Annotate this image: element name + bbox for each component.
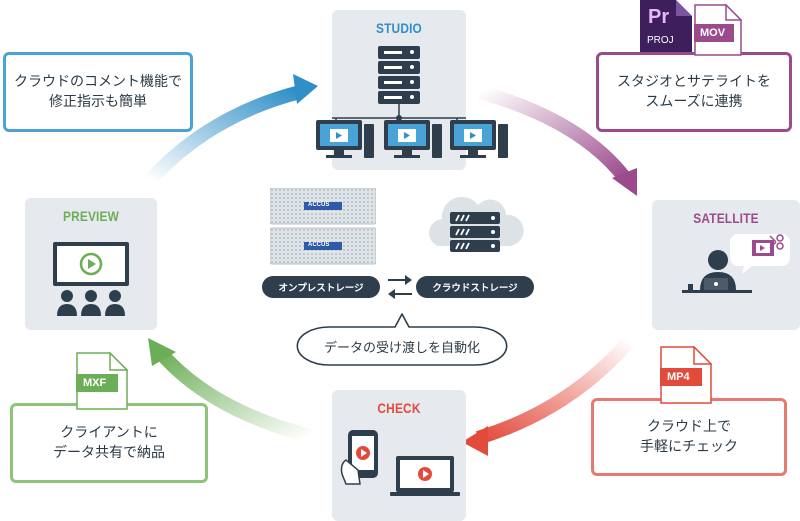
device-brand-top: ACCUS	[308, 202, 330, 208]
preview-card: PREVIEW	[25, 198, 157, 330]
workstation-1	[316, 120, 374, 158]
arrow-head-purple	[612, 168, 637, 196]
cloud-storage-label: クラウドストレージ	[416, 276, 534, 298]
premiere-logo: Pr	[648, 6, 670, 28]
satellite-callout-line1: スタジオとサテライトを	[617, 74, 771, 90]
mov-file-icon: MOV	[694, 3, 743, 56]
remote-worker-icon	[682, 234, 790, 293]
arrow-head-blue	[293, 74, 318, 104]
workstation-3	[450, 120, 508, 158]
auto-transfer-text: データの受け渡しを自動化	[323, 341, 480, 356]
mov-file-label: MOV	[700, 27, 726, 39]
studio-network-icon	[332, 46, 466, 128]
studio-title: STUDIO	[376, 20, 422, 36]
check-callout-line1: クラウド上で	[647, 419, 731, 435]
arrow-preview-to-studio	[144, 85, 302, 185]
satellite-card: SATELLITE	[652, 200, 800, 330]
premiere-project-file-icon: Pr PROJ	[640, 0, 692, 52]
onprem-storage-label: オンプレストレージ	[262, 276, 380, 298]
studio-callout-line1: クラウドのコメント機能で	[14, 74, 182, 90]
auto-transfer-bubble	[296, 313, 508, 366]
onprem-storage-device: ACCUS ACCUS	[269, 187, 377, 266]
check-devices-icon	[340, 430, 460, 496]
workstation-2	[384, 120, 442, 158]
satellite-title: SATELLITE	[693, 210, 759, 226]
check-title: CHECK	[377, 400, 421, 416]
arrow-head-red	[462, 426, 488, 456]
check-callout-line2: 手軽にチェック	[640, 439, 738, 455]
preview-title: PREVIEW	[62, 208, 120, 224]
studio-workstations	[316, 120, 508, 158]
studio-callout: クラウドのコメント機能で 修正指示も簡単	[3, 52, 193, 132]
arrow-head-green	[148, 338, 176, 366]
arrow-studio-to-satellite	[478, 85, 631, 183]
sync-arrows-icon	[388, 275, 412, 299]
mp4-file-icon: MP4	[660, 345, 713, 404]
device-brand-bottom: ACCUS	[308, 242, 330, 248]
mxf-file-label: MXF	[83, 377, 107, 389]
arrow-check-to-preview	[154, 347, 312, 443]
mp4-file-label: MP4	[667, 371, 690, 383]
presentation-audience-icon	[53, 242, 129, 316]
preview-callout: クライアントに データ共有で納品	[10, 403, 208, 483]
preview-callout-line2: データ共有で納品	[53, 445, 165, 461]
preview-callout-line1: クライアントに	[60, 425, 158, 441]
arrow-satellite-to-check	[475, 335, 636, 445]
mxf-file-icon: MXF	[76, 351, 129, 410]
satellite-callout: スタジオとサテライトを スムーズに連携	[596, 52, 792, 132]
check-callout: クラウド上で 手軽にチェック	[591, 398, 787, 476]
studio-callout-line2: 修正指示も簡単	[49, 94, 147, 110]
premiere-file-label: PROJ	[647, 35, 674, 46]
check-card: CHECK	[332, 390, 466, 521]
cloud-storage-icon	[429, 196, 524, 252]
satellite-callout-line2: スムーズに連携	[645, 94, 743, 110]
